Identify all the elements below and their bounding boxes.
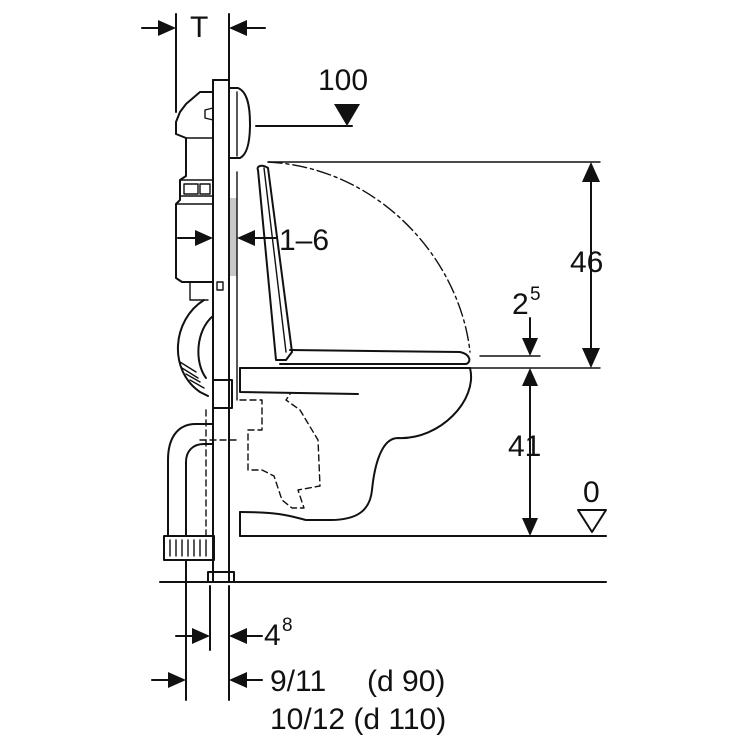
level-triangle-icon [577, 509, 607, 533]
arrow-left-icon [237, 230, 255, 246]
label-100: 100 [318, 64, 368, 97]
arrow-right-icon [195, 230, 213, 246]
adjustment-strip [230, 198, 237, 276]
dimension-1-6: 1–6 [177, 224, 329, 257]
dimension-4-8: 4 8 [175, 559, 293, 701]
label-0: 0 [583, 476, 600, 509]
dimension-46: 46 [570, 162, 603, 368]
label-t: T [190, 11, 208, 44]
dimension-9-11: 9/11 (d 90) 10/12 (d 110) [151, 665, 446, 736]
toilet-lid [239, 161, 601, 369]
dimension-2-5: 2 5 [512, 284, 541, 356]
flush-plate [228, 87, 353, 159]
arrow-right-icon [168, 672, 186, 688]
label-46: 46 [570, 246, 603, 279]
label-d90: (d 90) [367, 665, 445, 698]
arrow-down-icon [522, 338, 538, 356]
arrow-right-icon [192, 628, 210, 644]
dimension-100: 100 [318, 64, 368, 126]
label-10-12: 10/12 (d 110) [270, 703, 446, 736]
label-2-base: 2 [512, 288, 529, 321]
label-41: 41 [508, 430, 541, 463]
label-1-6: 1–6 [279, 224, 329, 257]
arrow-left-icon [229, 628, 247, 644]
arrow-down-icon [582, 348, 600, 368]
toilet-bowl [239, 367, 473, 537]
label-2-sup: 5 [530, 284, 541, 305]
dimension-t: T [141, 11, 266, 113]
arrow-right-icon [158, 20, 176, 36]
arrow-left-icon [229, 672, 247, 688]
dimension-41: 41 [508, 368, 541, 536]
label-4-sup: 8 [282, 615, 293, 636]
arrow-down-icon [334, 104, 360, 126]
arrow-down-icon [522, 518, 538, 536]
installation-frame [163, 79, 238, 583]
label-9-11: 9/11 [270, 665, 326, 698]
arrow-up-icon [582, 162, 600, 182]
arrow-left-icon [229, 20, 247, 36]
level-zero-marker: 0 [577, 476, 607, 533]
label-4-base: 4 [264, 619, 281, 652]
floor-lines [159, 355, 607, 583]
arrow-up-icon [522, 368, 538, 386]
